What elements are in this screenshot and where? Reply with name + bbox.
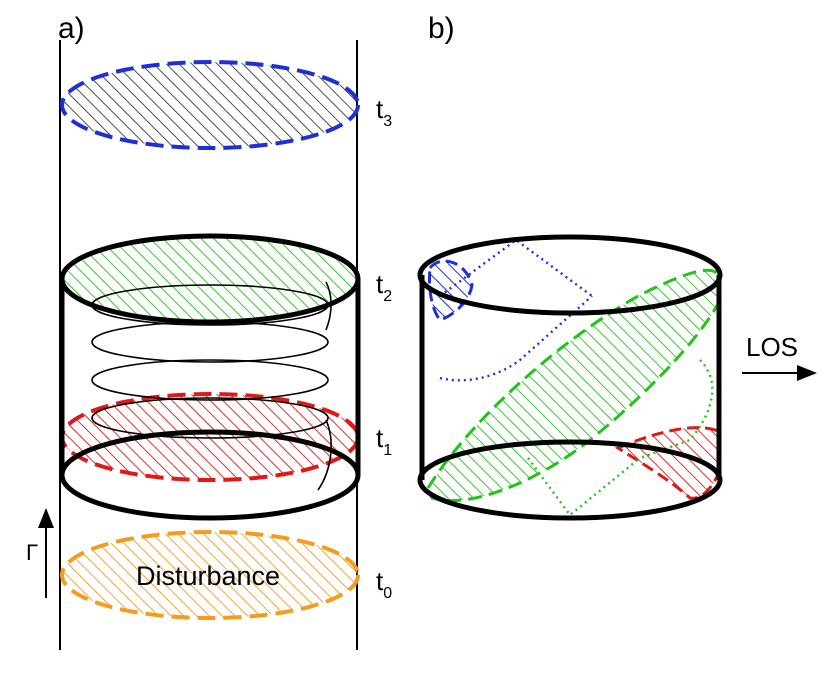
- dotted-path-blue: [439, 238, 593, 382]
- disk-t3-blue: [60, 60, 360, 150]
- gamma-label: Γ: [26, 540, 38, 565]
- dotted-path-green: [527, 359, 714, 517]
- cylinder-b: [417, 234, 723, 521]
- time-label-t0: t0: [376, 566, 392, 602]
- cylinder-a: [59, 233, 361, 521]
- panel-a-label: a): [58, 12, 85, 45]
- disturbance-label: Disturbance: [136, 561, 280, 591]
- disk-t0-orange: [60, 530, 360, 620]
- time-label-t3: t3: [376, 94, 392, 130]
- time-label-t2: t2: [376, 269, 392, 305]
- disk-t1-red: [60, 392, 360, 482]
- los-label: LOS: [746, 332, 798, 362]
- time-label-t1: t1: [376, 423, 392, 459]
- panel-b-label: b): [428, 12, 455, 45]
